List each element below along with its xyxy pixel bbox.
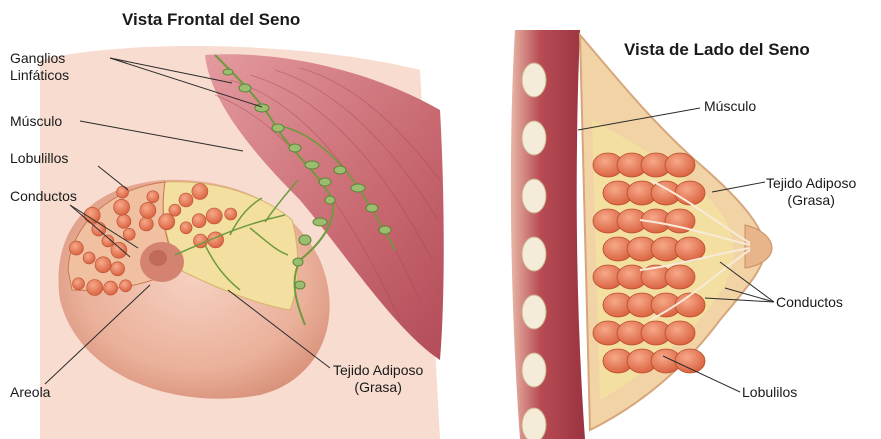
lobule — [87, 280, 103, 296]
lymph-node — [295, 281, 305, 289]
lobule — [675, 293, 705, 317]
lymph-node — [351, 184, 365, 192]
front-view-title: Vista Frontal del Seno — [122, 10, 300, 30]
label-lobules-side: Lobulilos — [742, 384, 797, 401]
lymph-node — [313, 218, 327, 226]
lobule — [665, 265, 695, 289]
lymph-node — [325, 196, 335, 204]
side-nipple — [745, 225, 772, 268]
label-fat-front: Tejido Adiposo (Grasa) — [333, 362, 423, 396]
side-chest-wall — [511, 30, 585, 439]
lymph-node — [293, 258, 303, 266]
lobule — [117, 186, 129, 198]
lobule — [95, 257, 111, 273]
label-ducts-front: Conductos — [10, 188, 77, 205]
lobule — [123, 228, 135, 240]
label-lymph-nodes: Ganglios Linfáticos — [10, 50, 69, 84]
label-fat-front-line2: (Grasa) — [333, 379, 423, 396]
lobule — [120, 280, 132, 292]
lobule — [114, 199, 130, 215]
lobule — [111, 242, 127, 258]
lobule — [675, 237, 705, 261]
rib — [522, 408, 546, 439]
lymph-node — [289, 144, 301, 152]
rib — [522, 353, 546, 387]
rib — [522, 295, 546, 329]
label-ducts-side: Conductos — [776, 294, 843, 311]
lobule — [675, 349, 705, 373]
lobule — [159, 214, 175, 230]
label-lymph-nodes-line1: Ganglios — [10, 50, 69, 67]
lobule — [147, 191, 159, 203]
label-fat-side-line2: (Grasa) — [766, 192, 856, 209]
lymph-node — [305, 161, 319, 169]
label-fat-side-line1: Tejido Adiposo — [766, 175, 856, 192]
lobule — [83, 252, 95, 264]
label-areola: Areola — [10, 384, 50, 401]
rib — [522, 237, 546, 271]
lobule — [73, 278, 85, 290]
lymph-node — [299, 235, 311, 245]
rib — [522, 179, 546, 213]
lymph-node — [223, 69, 233, 75]
rib — [522, 63, 546, 97]
lobule — [117, 214, 131, 228]
lobule — [675, 181, 705, 205]
lymph-node — [379, 226, 391, 234]
label-muscle-front: Músculo — [10, 113, 62, 130]
lobule — [179, 193, 193, 207]
lymph-node — [239, 84, 251, 92]
lymph-node — [319, 178, 331, 186]
label-lobules-front: Lobulillos — [10, 150, 68, 167]
lymph-node — [272, 124, 284, 132]
front-nipple — [149, 250, 167, 266]
lobule — [69, 241, 83, 255]
lobule — [169, 204, 181, 216]
lobule — [111, 262, 125, 276]
lymph-node — [334, 166, 346, 174]
label-lymph-nodes-line2: Linfáticos — [10, 67, 69, 84]
lobule — [180, 222, 192, 234]
lobule — [192, 184, 208, 200]
lobule — [665, 321, 695, 345]
label-muscle-side: Músculo — [704, 98, 756, 115]
lobule — [104, 281, 118, 295]
lobule — [140, 202, 156, 218]
lobule — [192, 214, 206, 228]
side-view-illustration — [511, 30, 772, 439]
lobule — [139, 217, 153, 231]
label-fat-front-line1: Tejido Adiposo — [333, 362, 423, 379]
lobule — [665, 153, 695, 177]
lymph-node — [366, 204, 378, 212]
lobule — [225, 208, 237, 220]
label-fat-side: Tejido Adiposo (Grasa) — [766, 175, 856, 209]
rib — [522, 121, 546, 155]
side-view-title: Vista de Lado del Seno — [624, 40, 810, 60]
lobule — [206, 208, 222, 224]
